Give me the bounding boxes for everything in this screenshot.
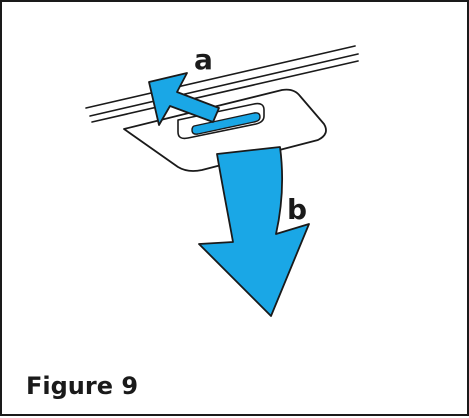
label-b: b bbox=[287, 193, 307, 226]
label-a: a bbox=[194, 43, 213, 76]
press-arrow-icon bbox=[148, 72, 220, 126]
printer-edge bbox=[85, 45, 359, 123]
pull-arrow-icon bbox=[198, 146, 310, 317]
figure-caption: Figure 9 bbox=[26, 372, 139, 400]
lever-icon bbox=[191, 112, 261, 135]
